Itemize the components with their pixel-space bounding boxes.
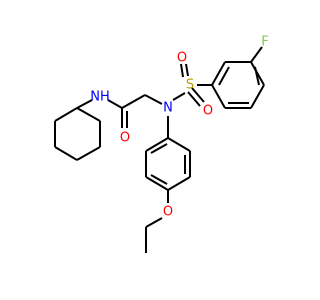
atom-carbonyl-oxygen-label: O bbox=[120, 131, 130, 146]
atom-fluorine-label: F bbox=[261, 35, 268, 50]
bond bbox=[167, 176, 191, 191]
bond bbox=[107, 99, 123, 109]
bond bbox=[54, 146, 78, 161]
bond bbox=[167, 137, 191, 152]
bond bbox=[54, 107, 78, 122]
bond bbox=[180, 63, 184, 78]
atom-sulfonamide-nitrogen-label: N bbox=[163, 101, 173, 116]
bond bbox=[211, 61, 226, 86]
bond bbox=[250, 61, 265, 86]
atom-sulfur-label: S bbox=[186, 78, 194, 93]
atom-sulfonyl-oxygen-top-label: O bbox=[177, 51, 187, 66]
atom-labels: NH O N S O O F O bbox=[90, 35, 268, 220]
bond bbox=[250, 46, 263, 63]
bond bbox=[145, 176, 169, 191]
bond bbox=[145, 137, 169, 152]
bond bbox=[191, 87, 205, 103]
bond bbox=[250, 84, 265, 109]
atom-ether-oxygen-label: O bbox=[163, 205, 173, 220]
bond bbox=[211, 84, 226, 109]
bond bbox=[144, 94, 163, 105]
atom-sulfonyl-oxygen-bottom-label: O bbox=[203, 104, 213, 119]
bond bbox=[150, 174, 168, 185]
bond bbox=[76, 146, 101, 161]
bond bbox=[121, 94, 146, 109]
bonds bbox=[54, 46, 265, 253]
bond bbox=[150, 143, 168, 154]
bond bbox=[254, 66, 260, 86]
bond bbox=[172, 92, 186, 101]
bond bbox=[76, 107, 101, 122]
atom-nh-label: NH bbox=[90, 90, 110, 105]
bond bbox=[218, 66, 230, 86]
bond bbox=[185, 63, 189, 77]
bond bbox=[76, 99, 93, 109]
molecule-structure: NH O N S O O F O bbox=[54, 35, 269, 253]
bond bbox=[145, 217, 163, 228]
bond bbox=[187, 91, 201, 107]
